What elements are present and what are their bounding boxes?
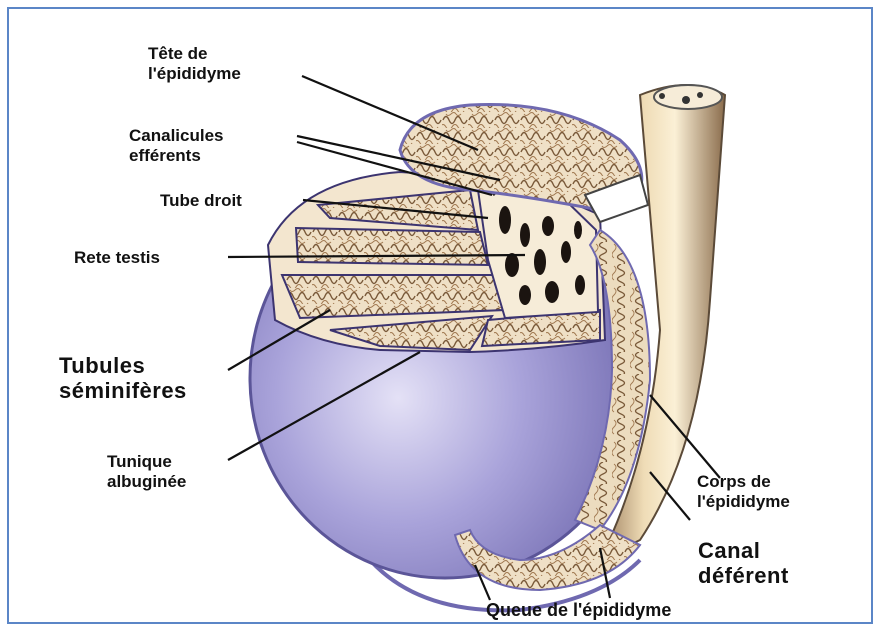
lobule-2 [296,228,488,265]
label-queue-epididyme: Queue de l'épididyme [486,600,671,621]
label-canalicules-efferents: Canalicules efférents [129,126,224,165]
label-corps-epididyme: Corps de l'épididyme [697,472,790,511]
lobule-3 [282,275,505,318]
label-tunique-albuginee: Tunique albuginée [107,452,186,491]
label-tete-epididyme: Tête de l'épididyme [148,44,241,83]
label-tubules-seminiferes: Tubules séminifères [59,353,187,404]
label-rete-testis: Rete testis [74,248,160,268]
label-canal-deferent: Canal déférent [698,538,789,589]
label-tube-droit: Tube droit [160,191,242,211]
